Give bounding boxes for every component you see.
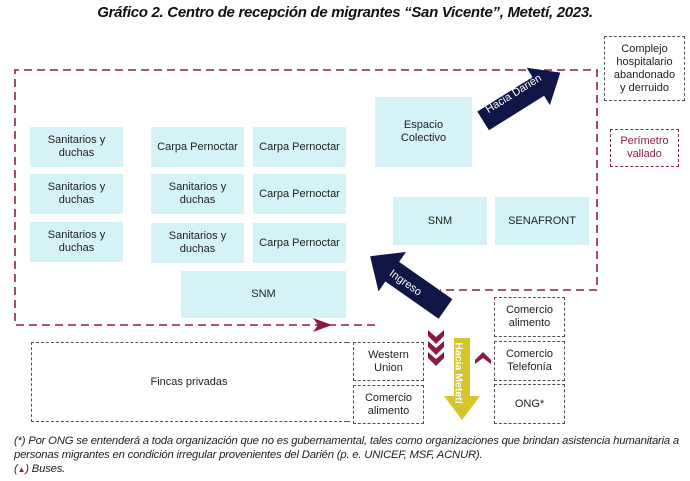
senafront-office: SENAFRONT [495, 197, 589, 245]
bus-footnote-prefix: ( [14, 463, 18, 475]
bus-chevron-icon [428, 330, 444, 344]
carpa-pernoctar-2: Carpa Pernoctar [253, 127, 346, 167]
snm-office-right: SNM [393, 197, 487, 245]
western-union: Western Union [353, 342, 424, 381]
comercio-telefonia: Comercio Telefonía [494, 341, 565, 381]
comercio-alimento-right: Comercio alimento [494, 297, 565, 337]
sanitarios-duchas-1: Sanitarios y duchas [30, 127, 123, 167]
ong-footnote: (*) Por ONG se entenderá a toda organiza… [14, 435, 680, 461]
perimeter-fence [14, 69, 598, 326]
ong-box: ONG* [494, 384, 565, 424]
hacia-darien-arrow [477, 67, 561, 131]
perimetro-vallado-legend: Perímetro vallado [610, 129, 679, 167]
outside-column-frame [346, 342, 350, 422]
sanitarios-duchas-5: Sanitarios y duchas [151, 223, 244, 263]
hacia-meteti-arrow [444, 338, 480, 420]
ingreso-arrow [370, 252, 453, 319]
carpa-pernoctar-3: Carpa Pernoctar [253, 174, 346, 214]
bus-footnote-text: ) Buses. [25, 463, 66, 475]
perimeter-fence-line [14, 69, 598, 326]
footnotes: (*) Por ONG se entenderá a toda organiza… [14, 434, 684, 477]
bus-marker-icon: ▲ [17, 465, 26, 474]
comercio-alimento-left: Comercio alimento [353, 385, 424, 424]
bus-chevron-icon [428, 341, 444, 355]
hacia-meteti-label: Hacia Metetí [452, 342, 465, 404]
sanitarios-duchas-3: Sanitarios y duchas [30, 222, 123, 262]
bus-markers [428, 330, 491, 366]
sanitarios-duchas-2: Sanitarios y duchas [30, 174, 123, 214]
sanitarios-duchas-4: Sanitarios y duchas [151, 174, 244, 214]
carpa-pernoctar-4: Carpa Pernoctar [253, 223, 346, 263]
entrance-flow-arrowhead [313, 318, 332, 332]
complejo-hospitalario: Complejo hospitalario abandonado y derru… [604, 36, 685, 101]
espacio-colectivo: Espacio Colectivo [375, 97, 472, 167]
snm-office-bottom: SNM [181, 271, 346, 318]
bus-chevron-icon [475, 352, 491, 364]
figure-title: Gráfico 2. Centro de recepción de migran… [97, 4, 593, 21]
carpa-pernoctar-1: Carpa Pernoctar [151, 127, 244, 167]
bus-chevron-icon [428, 352, 444, 366]
bus-footnote: (▲) Buses. [14, 462, 684, 477]
fincas-privadas: Fincas privadas [31, 342, 347, 422]
